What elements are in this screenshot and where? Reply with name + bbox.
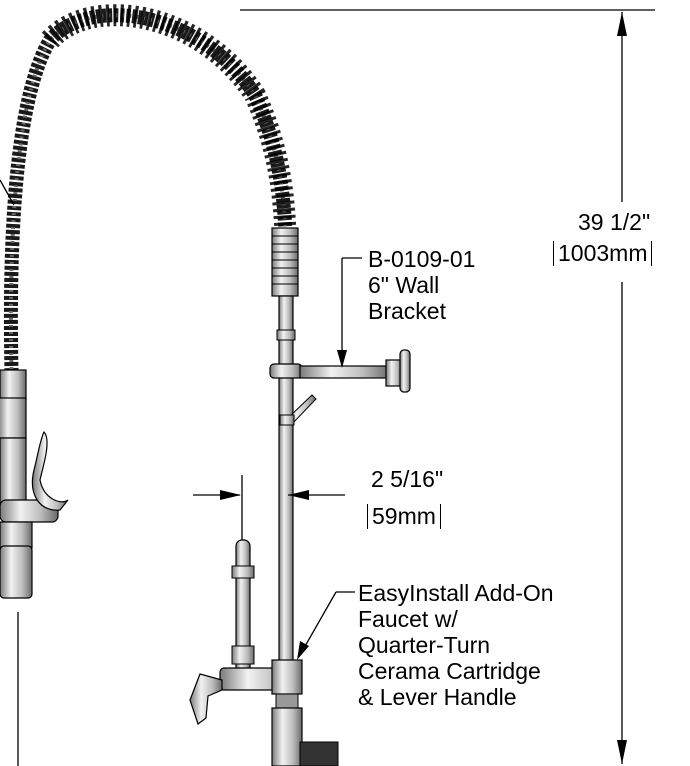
- faucet-leader: [297, 591, 355, 660]
- faucet-label-line1: EasyInstall Add-On: [358, 580, 554, 606]
- faucet-label-line5: & Lever Handle: [358, 684, 517, 710]
- riser-pipe: [278, 295, 294, 687]
- width-imperial-label: 2 5/16": [371, 466, 444, 492]
- faucet-label-line4: Cerama Cartridge: [358, 658, 541, 684]
- bracket-label-line2: 6" Wall: [368, 272, 440, 298]
- spray-valve: [0, 369, 69, 599]
- overhead-spring-hose: [3, 4, 297, 391]
- faucet-label-line2: Faucet w/: [358, 606, 458, 632]
- width-dimension-line: [193, 475, 345, 540]
- faucet-label-line3: Quarter-Turn: [358, 632, 491, 658]
- height-imperial-label: 39 1/2": [578, 209, 651, 235]
- riser-spring: [271, 227, 299, 297]
- width-metric-label: 59mm: [367, 504, 441, 529]
- bracket-part-number: B-0109-01: [368, 246, 476, 272]
- height-metric-label: 1003mm: [553, 241, 653, 266]
- add-on-faucet: [189, 539, 339, 766]
- bracket-leader: [337, 257, 362, 368]
- wall-bracket: [269, 349, 411, 393]
- bracket-label-line3: Bracket: [368, 298, 446, 324]
- height-dimension-line: [617, 12, 627, 764]
